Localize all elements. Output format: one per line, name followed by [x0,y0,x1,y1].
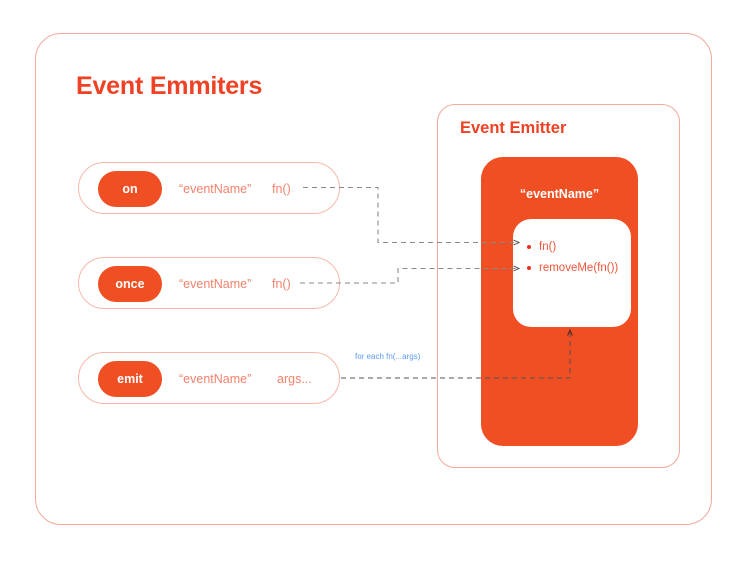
method-row[interactable]: on “eventName” fn() [78,162,340,214]
emit-connector-note: for each fn(...args) [355,352,421,361]
method-pill-on[interactable]: on [98,171,162,207]
method-arg-event-name: “eventName” [179,372,252,386]
method-pill-once[interactable]: once [98,266,162,302]
event-emitter-title: Event Emitter [460,119,567,137]
method-row[interactable]: emit “eventName” args... [78,352,340,404]
bullet-icon [527,245,531,249]
method-arg-args: args... [277,372,312,386]
listener-label: removeMe(fn()) [539,262,619,274]
page-title: Event Emmiters [76,72,263,100]
method-arg-event-name: “eventName” [179,277,252,291]
list-item: fn() [525,237,618,258]
list-item: removeMe(fn()) [525,258,618,279]
method-pill-emit[interactable]: emit [98,361,162,397]
method-arg-event-name: “eventName” [179,182,252,196]
listener-label: fn() [539,241,557,253]
event-name-label: “eventName” [519,187,600,201]
method-arg-callback: fn() [272,182,291,196]
event-name-box: “eventName” fn() removeMe(fn()) [481,157,638,446]
method-row[interactable]: once “eventName” fn() [78,257,340,309]
bullet-icon [527,266,531,270]
method-arg-callback: fn() [272,277,291,291]
listener-list-box: fn() removeMe(fn()) [513,219,631,327]
listener-list: fn() removeMe(fn()) [525,237,618,279]
